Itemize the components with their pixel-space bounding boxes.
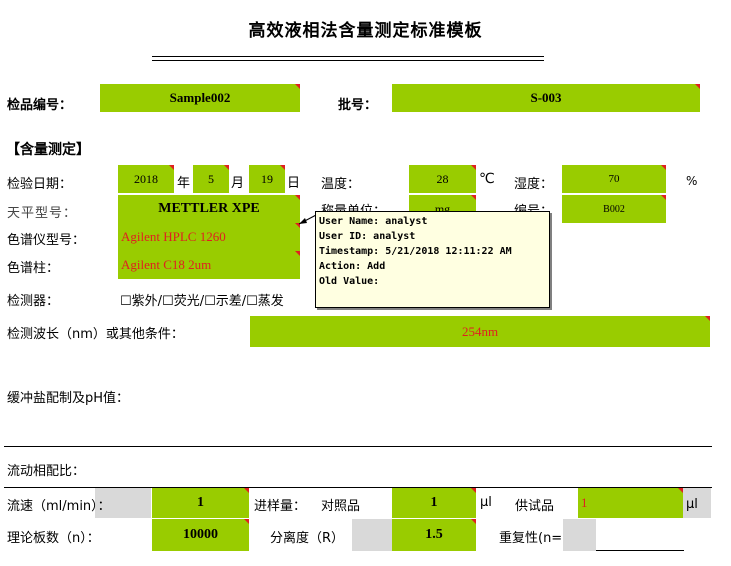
temperature-cell[interactable]: 28 (409, 165, 476, 193)
repeatability-shade (563, 519, 596, 551)
buffer-label: 缓冲盐配制及pH值： (7, 391, 130, 406)
humidity-cell[interactable]: 70 (562, 165, 666, 193)
reference-label: 对照品 (321, 499, 361, 514)
date-year-cell[interactable]: 2018 (118, 165, 174, 193)
reference-unit: μl (480, 495, 492, 510)
title-underline-2 (152, 60, 544, 61)
flow-label-shade (95, 488, 151, 518)
date-day-cell[interactable]: 19 (249, 165, 285, 193)
plates-label: 理论板数（n）： (7, 531, 100, 546)
batch-number-cell[interactable]: S-003 (392, 84, 700, 112)
temperature-unit: ℃ (479, 171, 495, 187)
balance-model-cell[interactable]: METTLER XPE (118, 195, 300, 223)
column-cell[interactable]: Agilent C18 2um (118, 251, 300, 279)
comment-user-name: User Name: analyst (319, 216, 428, 227)
repeatability-cell[interactable] (596, 519, 684, 551)
page-title: 高效液相法含量测定标准模板 (248, 21, 483, 41)
instrument-label: 色谱仪型号： (7, 233, 86, 248)
sample-label: 检品编号： (7, 98, 73, 113)
buffer-line (4, 446, 712, 447)
humidity-unit: % (686, 174, 698, 188)
mobile-phase-label: 流动相配比： (7, 464, 86, 479)
section-title: 【含量测定】 (6, 142, 90, 158)
resolution-shade (352, 519, 392, 551)
comment-action: Action: Add (319, 261, 386, 272)
instrument-cell[interactable]: Agilent HPLC 1260 (118, 223, 300, 251)
humidity-label: 湿度： (514, 177, 554, 192)
reference-injection-cell[interactable]: 1 (392, 488, 476, 518)
column-label: 色谱柱： (7, 261, 60, 276)
balance-label: 天平型号： (7, 206, 78, 221)
title-underline-1 (152, 56, 544, 57)
comment-user-id: User ID: analyst (319, 231, 416, 242)
plates-cell[interactable]: 10000 (152, 519, 249, 551)
detector-options[interactable]: ☐紫外/☐荧光/☐示差/☐蒸发 (120, 294, 284, 309)
comment-arrow (298, 213, 319, 225)
injection-label: 进样量： (254, 499, 307, 514)
test-label: 供试品 (515, 499, 555, 514)
resolution-cell[interactable]: 1.5 (392, 519, 476, 551)
comment-timestamp: Timestamp: 5/21/2018 12:11:22 AM (319, 246, 512, 257)
resolution-label: 分离度（R） (270, 531, 345, 546)
flow-cell[interactable]: 1 (152, 488, 249, 518)
sample-number-cell[interactable]: Sample002 (100, 84, 300, 112)
code-cell[interactable]: B002 (562, 195, 666, 223)
year-unit: 年 (177, 176, 191, 191)
detector-label: 检测器： (7, 294, 60, 309)
date-label: 检验日期： (7, 177, 73, 192)
comment-old-value: Old Value: (319, 276, 380, 287)
batch-label: 批号： (338, 98, 378, 113)
temperature-label: 温度： (321, 177, 361, 192)
flow-label: 流速（ml/min）： (7, 499, 111, 514)
wavelength-label: 检测波长（nm）或其他条件： (7, 327, 184, 342)
date-month-cell[interactable]: 5 (193, 165, 229, 193)
month-unit: 月 (231, 176, 245, 191)
test-unit-shade (683, 488, 711, 518)
wavelength-cell[interactable]: 254nm (250, 316, 710, 347)
test-unit: μl (686, 497, 698, 512)
mobile-phase-line (4, 487, 712, 488)
test-injection-cell[interactable]: 1 (578, 488, 683, 518)
day-unit: 日 (287, 176, 301, 191)
